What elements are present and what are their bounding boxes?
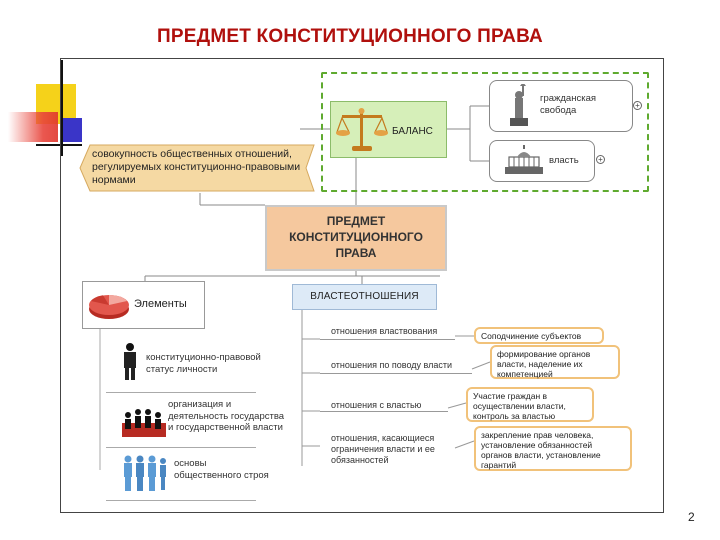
relation-item-2: отношения по поводу власти [331, 360, 452, 370]
callout-guarantees: закрепление прав человека, установление … [474, 426, 632, 471]
relation-item-1: отношения властвования [331, 326, 438, 336]
expand-power-icon[interactable]: + [596, 155, 605, 164]
callout-participation: Участие граждан в осуществлении власти, … [466, 387, 594, 422]
row-divider [106, 500, 256, 501]
element-item-3: основы общественного строя [174, 458, 269, 481]
decor-blue-square [60, 118, 82, 142]
subject-title: ПРЕДМЕТ КОНСТИТУЦИОННОГО ПРАВА [265, 213, 447, 261]
balance-region [321, 72, 649, 192]
relation-underline [320, 373, 472, 374]
diagram-frame [60, 58, 664, 513]
elements-label: Элементы [134, 298, 187, 310]
people-figures-icon [124, 455, 166, 491]
definition-text: совокупность общественных отношений, рег… [92, 148, 301, 186]
page-number: 2 [688, 510, 695, 524]
power-card [489, 140, 595, 182]
subject-line-3: ПРАВА [335, 246, 377, 260]
row-divider [106, 447, 256, 448]
freedom-label: гражданская свобода [540, 93, 597, 116]
slide-title: ПРЕДМЕТ КОНСТИТУЦИОННОГО ПРАВА [157, 26, 543, 47]
element-item-1: конституционно-правовой статус личности [146, 352, 261, 375]
power-relations-box [292, 284, 437, 310]
expand-freedom-icon[interactable]: + [633, 101, 642, 110]
definition-banner [79, 144, 315, 192]
group-of-people-icon [122, 409, 166, 437]
relation-underline [320, 411, 448, 412]
pie-chart-icon [89, 295, 129, 319]
scales-icon [336, 108, 388, 151]
person-icon [124, 343, 136, 380]
subject-line-1: ПРЕДМЕТ [326, 214, 386, 228]
decor-red-bar [8, 112, 58, 142]
subject-line-2: КОНСТИТУЦИОННОГО [289, 230, 423, 244]
power-relations-label: ВЛАСТЕОТНОШЕНИЯ [310, 291, 419, 302]
decor-horizontal-line [36, 144, 82, 146]
row-divider [106, 392, 256, 393]
relation-item-4: отношения, касающиеся ограничения власти… [331, 433, 435, 465]
subject-box [265, 205, 447, 271]
relation-underline [320, 339, 455, 340]
power-label: власть [549, 155, 579, 166]
capitol-building-icon [505, 145, 543, 174]
element-item-2: организация и деятельность государства и… [168, 399, 285, 433]
callout-subordination: Соподчинение субъектов [474, 327, 604, 344]
decor-vertical-line [61, 60, 63, 156]
statue-of-liberty-icon [510, 84, 528, 126]
relation-item-3: отношения с властью [331, 400, 422, 410]
balance-label: БАЛАНС [392, 126, 433, 137]
balance-box [330, 101, 447, 158]
callout-formation: формирование органов власти, наделение и… [490, 345, 620, 379]
